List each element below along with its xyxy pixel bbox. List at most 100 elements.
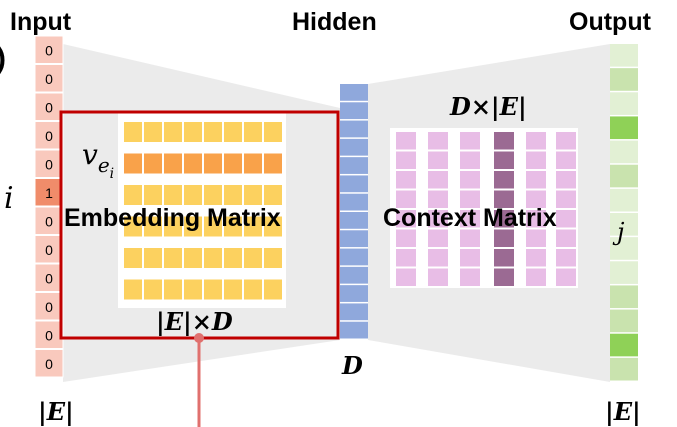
output-cell: [610, 333, 638, 357]
embedding-cell: [184, 185, 202, 205]
output-cell: [610, 92, 638, 115]
embedding-cell: [244, 279, 262, 300]
hidden-header: Hidden: [292, 8, 377, 36]
embedding-cell: [264, 122, 282, 142]
context-title: Context Matrix: [383, 204, 557, 232]
input-cell-value: 0: [45, 156, 53, 172]
input-cell: [34, 292, 64, 321]
hidden-cell: [340, 175, 368, 193]
hidden-size-label: D: [341, 351, 363, 380]
input-cell: [34, 149, 64, 178]
context-cell: [396, 151, 416, 169]
hidden-cell: [340, 321, 368, 339]
embedding-cell-highlight: [144, 153, 162, 174]
context-cell: [526, 151, 546, 169]
hidden-cell: [340, 212, 368, 229]
panel-fragment: ): [0, 42, 6, 75]
context-cell: [396, 171, 416, 189]
output-cell: [610, 213, 638, 236]
output-header: Output: [569, 8, 652, 36]
input-cell: [34, 206, 64, 235]
embedding-cell: [144, 122, 162, 142]
embedding-cell: [164, 185, 182, 205]
context-cell: [428, 190, 448, 208]
hidden-cell: [340, 193, 368, 211]
embedding-cell: [224, 216, 242, 237]
context-cell: [396, 210, 416, 228]
input-cell-value: 0: [45, 213, 53, 229]
embedding-cell: [224, 185, 242, 205]
context-cell-highlight: [494, 171, 514, 189]
context-cell: [556, 190, 576, 208]
output-vector: [610, 44, 638, 381]
hidden-vector: [340, 84, 368, 339]
output-cell: [610, 116, 638, 140]
context-cell: [460, 249, 480, 267]
hidden-cell: [340, 157, 368, 174]
context-cell: [526, 132, 546, 150]
context-cell: [396, 268, 416, 286]
context-cell: [556, 229, 576, 247]
embedding-cell: [264, 216, 282, 237]
embedding-cell: [184, 248, 202, 268]
embedding-cell: [224, 122, 242, 142]
hidden-cell: [340, 84, 368, 101]
context-cell-highlight: [494, 151, 514, 169]
embedding-cell: [204, 122, 222, 142]
embedding-cell: [184, 122, 202, 142]
row-vector-label: vei: [82, 138, 114, 182]
hidden-cell: [340, 248, 368, 266]
context-cell: [428, 229, 448, 247]
embedding-cell: [264, 185, 282, 205]
context-cell: [526, 210, 546, 228]
embedding-cell: [224, 248, 242, 268]
embedding-cell-highlight: [124, 153, 142, 174]
hidden-cell: [340, 285, 368, 302]
embedding-cell: [204, 248, 222, 268]
context-cell-highlight: [494, 190, 514, 208]
hidden-cell: [340, 266, 368, 284]
context-cell-highlight: [494, 229, 514, 247]
input-cell-value: 0: [45, 128, 53, 144]
context-cell: [396, 229, 416, 247]
context-cell: [526, 268, 546, 286]
output-cell: [610, 285, 638, 309]
context-cell: [526, 229, 546, 247]
embedding-cell: [204, 279, 222, 300]
embedding-cell: [164, 248, 182, 268]
context-cell: [396, 132, 416, 150]
embedding-cell: [124, 216, 142, 237]
input-cell: [34, 349, 64, 378]
output-cell: [610, 309, 638, 333]
embedding-title: Embedding Matrix: [64, 204, 281, 232]
context-cell: [428, 171, 448, 189]
embedding-cell: [124, 248, 142, 268]
context-cell-highlight: [494, 210, 514, 228]
embedding-cell: [244, 185, 262, 205]
context-cell: [526, 171, 546, 189]
output-size-label: |E|: [605, 397, 641, 426]
input-cell: [34, 64, 64, 93]
hidden-cell: [340, 230, 368, 248]
input-size-label: |E|: [38, 397, 74, 426]
input-cell: [34, 35, 64, 64]
embedding-cell: [184, 216, 202, 237]
context-cell: [556, 171, 576, 189]
embedding-cell: [164, 216, 182, 237]
input-cell-value: 0: [45, 42, 53, 58]
context-cell: [460, 229, 480, 247]
context-cell: [428, 268, 448, 286]
input-cell-active: [34, 178, 64, 207]
output-cell: [610, 261, 638, 284]
output-cell: [610, 164, 638, 188]
embedding-cell: [184, 279, 202, 300]
context-cell: [556, 249, 576, 267]
embedding-cell-highlight: [264, 153, 282, 174]
output-cell: [610, 357, 638, 381]
input-cell-value: 0: [45, 242, 53, 258]
input-cell-value: 0: [45, 99, 53, 115]
input-cell-value: 1: [45, 185, 53, 201]
context-cell: [428, 151, 448, 169]
context-cell: [396, 249, 416, 267]
